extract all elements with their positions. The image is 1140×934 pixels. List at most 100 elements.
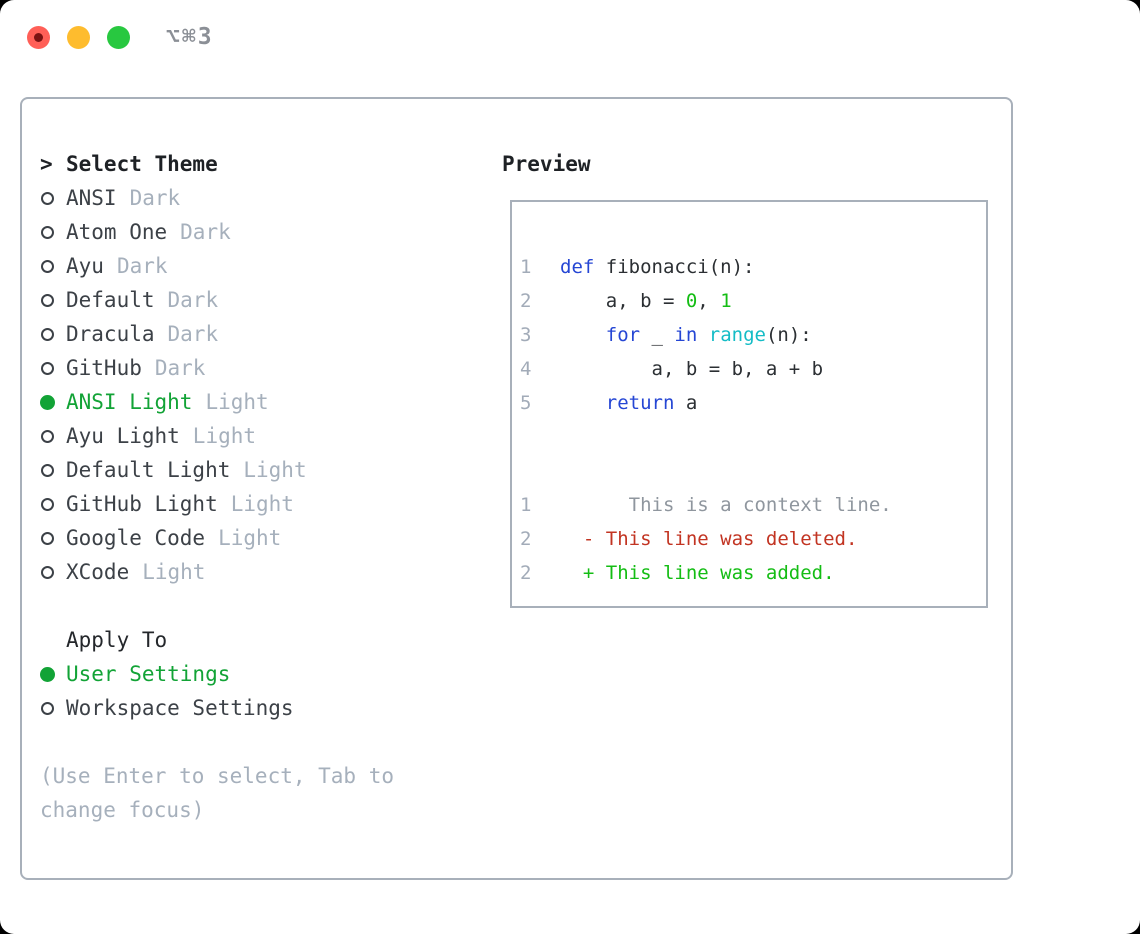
code-line: 4 a, b = b, a + b [520, 352, 986, 386]
line-text: This is a context line. [560, 494, 892, 516]
apply-to-title: Apply To [66, 628, 168, 652]
theme-variant-tag: Dark [180, 220, 231, 244]
theme-variant-tag: Light [205, 390, 269, 414]
radio-circle-icon [40, 531, 66, 545]
theme-name: Default Light [66, 458, 231, 482]
apply-to-option[interactable]: Workspace Settings [40, 691, 470, 725]
code-line: 3 for _ in range(n): [520, 318, 986, 352]
radio-circle-icon [40, 701, 66, 715]
spacer [40, 589, 470, 623]
window-titlebar: ⌥⌘3 [0, 0, 1140, 74]
close-dot-icon [34, 32, 43, 42]
theme-name: ANSI Light [66, 390, 193, 414]
code-line: 5 return a [520, 386, 986, 420]
line-number: 2 [520, 562, 532, 584]
theme-variant-tag: Dark [129, 186, 181, 210]
radio-circle-icon [40, 497, 66, 511]
theme-option[interactable]: GitHub Dark [40, 351, 470, 385]
line-text: for _ in range(n): [605, 324, 812, 346]
theme-option[interactable]: XCode Light [40, 555, 470, 589]
radio-circle-icon [40, 259, 66, 273]
theme-variant-tag: Light [230, 492, 294, 516]
radio-circle-icon [40, 429, 66, 443]
theme-option[interactable]: Default Light Light [40, 453, 470, 487]
radio-circle-icon [40, 565, 66, 579]
code-line: 1 def fibonacci(n): [520, 250, 986, 284]
apply-to-header: Apply To [40, 623, 470, 657]
zoom-icon[interactable] [107, 25, 130, 49]
line-number: 2 [520, 528, 532, 550]
radio-circle-icon [40, 361, 66, 375]
theme-option[interactable]: ANSI Dark [40, 181, 470, 215]
apply-to-option[interactable]: User Settings [40, 657, 470, 691]
theme-option[interactable]: GitHub Light Light [40, 487, 470, 521]
theme-option[interactable]: Dracula Dark [40, 317, 470, 351]
theme-option[interactable]: Atom One Dark [40, 215, 470, 249]
theme-variant-tag: Dark [116, 254, 168, 278]
diff-line: 1 This is a context line. [520, 488, 986, 522]
line-text: def fibonacci(n): [560, 256, 755, 278]
line-number: 1 [520, 256, 532, 278]
line-text: a, b = 0, 1 [560, 290, 732, 312]
theme-option[interactable]: ANSI Light Light [40, 385, 470, 419]
apply-to-label: Workspace Settings [66, 696, 294, 720]
theme-name: XCode [66, 560, 130, 584]
help-text: (Use Enter to select, Tab to change focu… [40, 764, 395, 822]
select-theme-title: Select Theme [66, 152, 218, 176]
line-text: return a [605, 392, 698, 414]
theme-name: Dracula [66, 322, 155, 346]
theme-name: GitHub [66, 356, 142, 380]
theme-name: Ayu [66, 254, 104, 278]
line-text: + This line was added. [560, 562, 835, 584]
select-theme-header: > Select Theme [40, 147, 470, 181]
radio-circle-icon [40, 327, 66, 341]
theme-variant-tag: Dark [167, 288, 219, 312]
theme-variant-tag: Light [243, 458, 307, 482]
theme-variant-tag: Dark [154, 356, 206, 380]
theme-name: ANSI [66, 186, 117, 210]
radio-circle-icon [40, 191, 66, 205]
line-number: 1 [520, 494, 532, 516]
theme-variant-tag: Light [192, 424, 257, 448]
theme-name: Default [66, 288, 155, 312]
theme-option[interactable]: Ayu Light Light [40, 419, 470, 453]
theme-variant-tag: Light [218, 526, 282, 550]
preview-header: Preview [502, 152, 591, 176]
theme-name: GitHub Light [66, 492, 218, 516]
radio-circle-icon [40, 225, 66, 239]
chevron-prompt-icon: > [40, 152, 53, 176]
code-diff-gap [520, 420, 986, 488]
theme-name: Ayu Light [66, 424, 180, 448]
diff-line: 2 + This line was added. [520, 556, 986, 590]
line-number: 4 [520, 358, 532, 380]
close-icon[interactable] [27, 25, 50, 49]
theme-name: Google Code [66, 526, 206, 550]
line-number: 2 [520, 290, 532, 312]
diff-preview: 1 This is a context line. 2 - This line w… [520, 488, 986, 590]
theme-name: Atom One [66, 220, 168, 244]
radio-filled-icon [40, 394, 66, 410]
spacer [40, 725, 470, 759]
code-line: 2 a, b = 0, 1 [520, 284, 986, 318]
radio-circle-icon [40, 463, 66, 477]
window-title: ⌥⌘3 [166, 24, 214, 50]
theme-variant-tag: Light [142, 560, 206, 584]
apply-to-label: User Settings [66, 662, 231, 686]
theme-option[interactable]: Ayu Dark [40, 249, 470, 283]
theme-variant-tag: Dark [167, 322, 219, 346]
radio-filled-icon [40, 666, 66, 682]
line-number: 3 [520, 324, 532, 346]
line-text: - This line was deleted. [560, 528, 858, 550]
line-number: 5 [520, 392, 532, 414]
minimize-icon[interactable] [67, 25, 90, 49]
theme-option[interactable]: Default Dark [40, 283, 470, 317]
theme-option[interactable]: Google Code Light [40, 521, 470, 555]
